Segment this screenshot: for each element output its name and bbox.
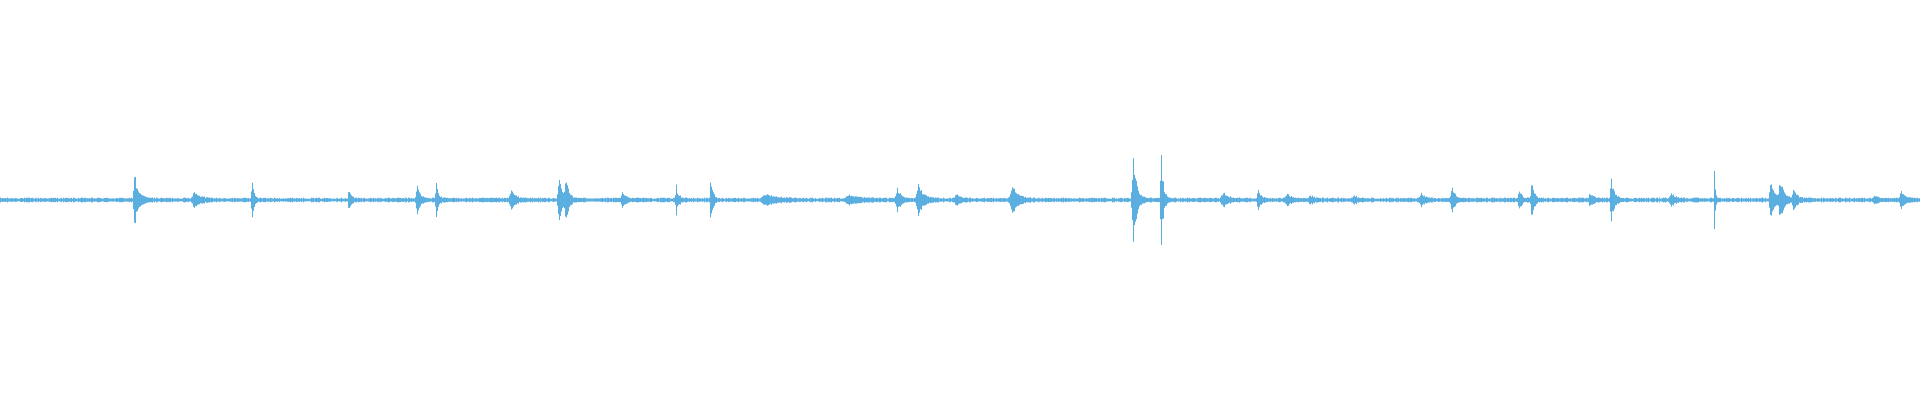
waveform-trace — [0, 154, 1920, 246]
